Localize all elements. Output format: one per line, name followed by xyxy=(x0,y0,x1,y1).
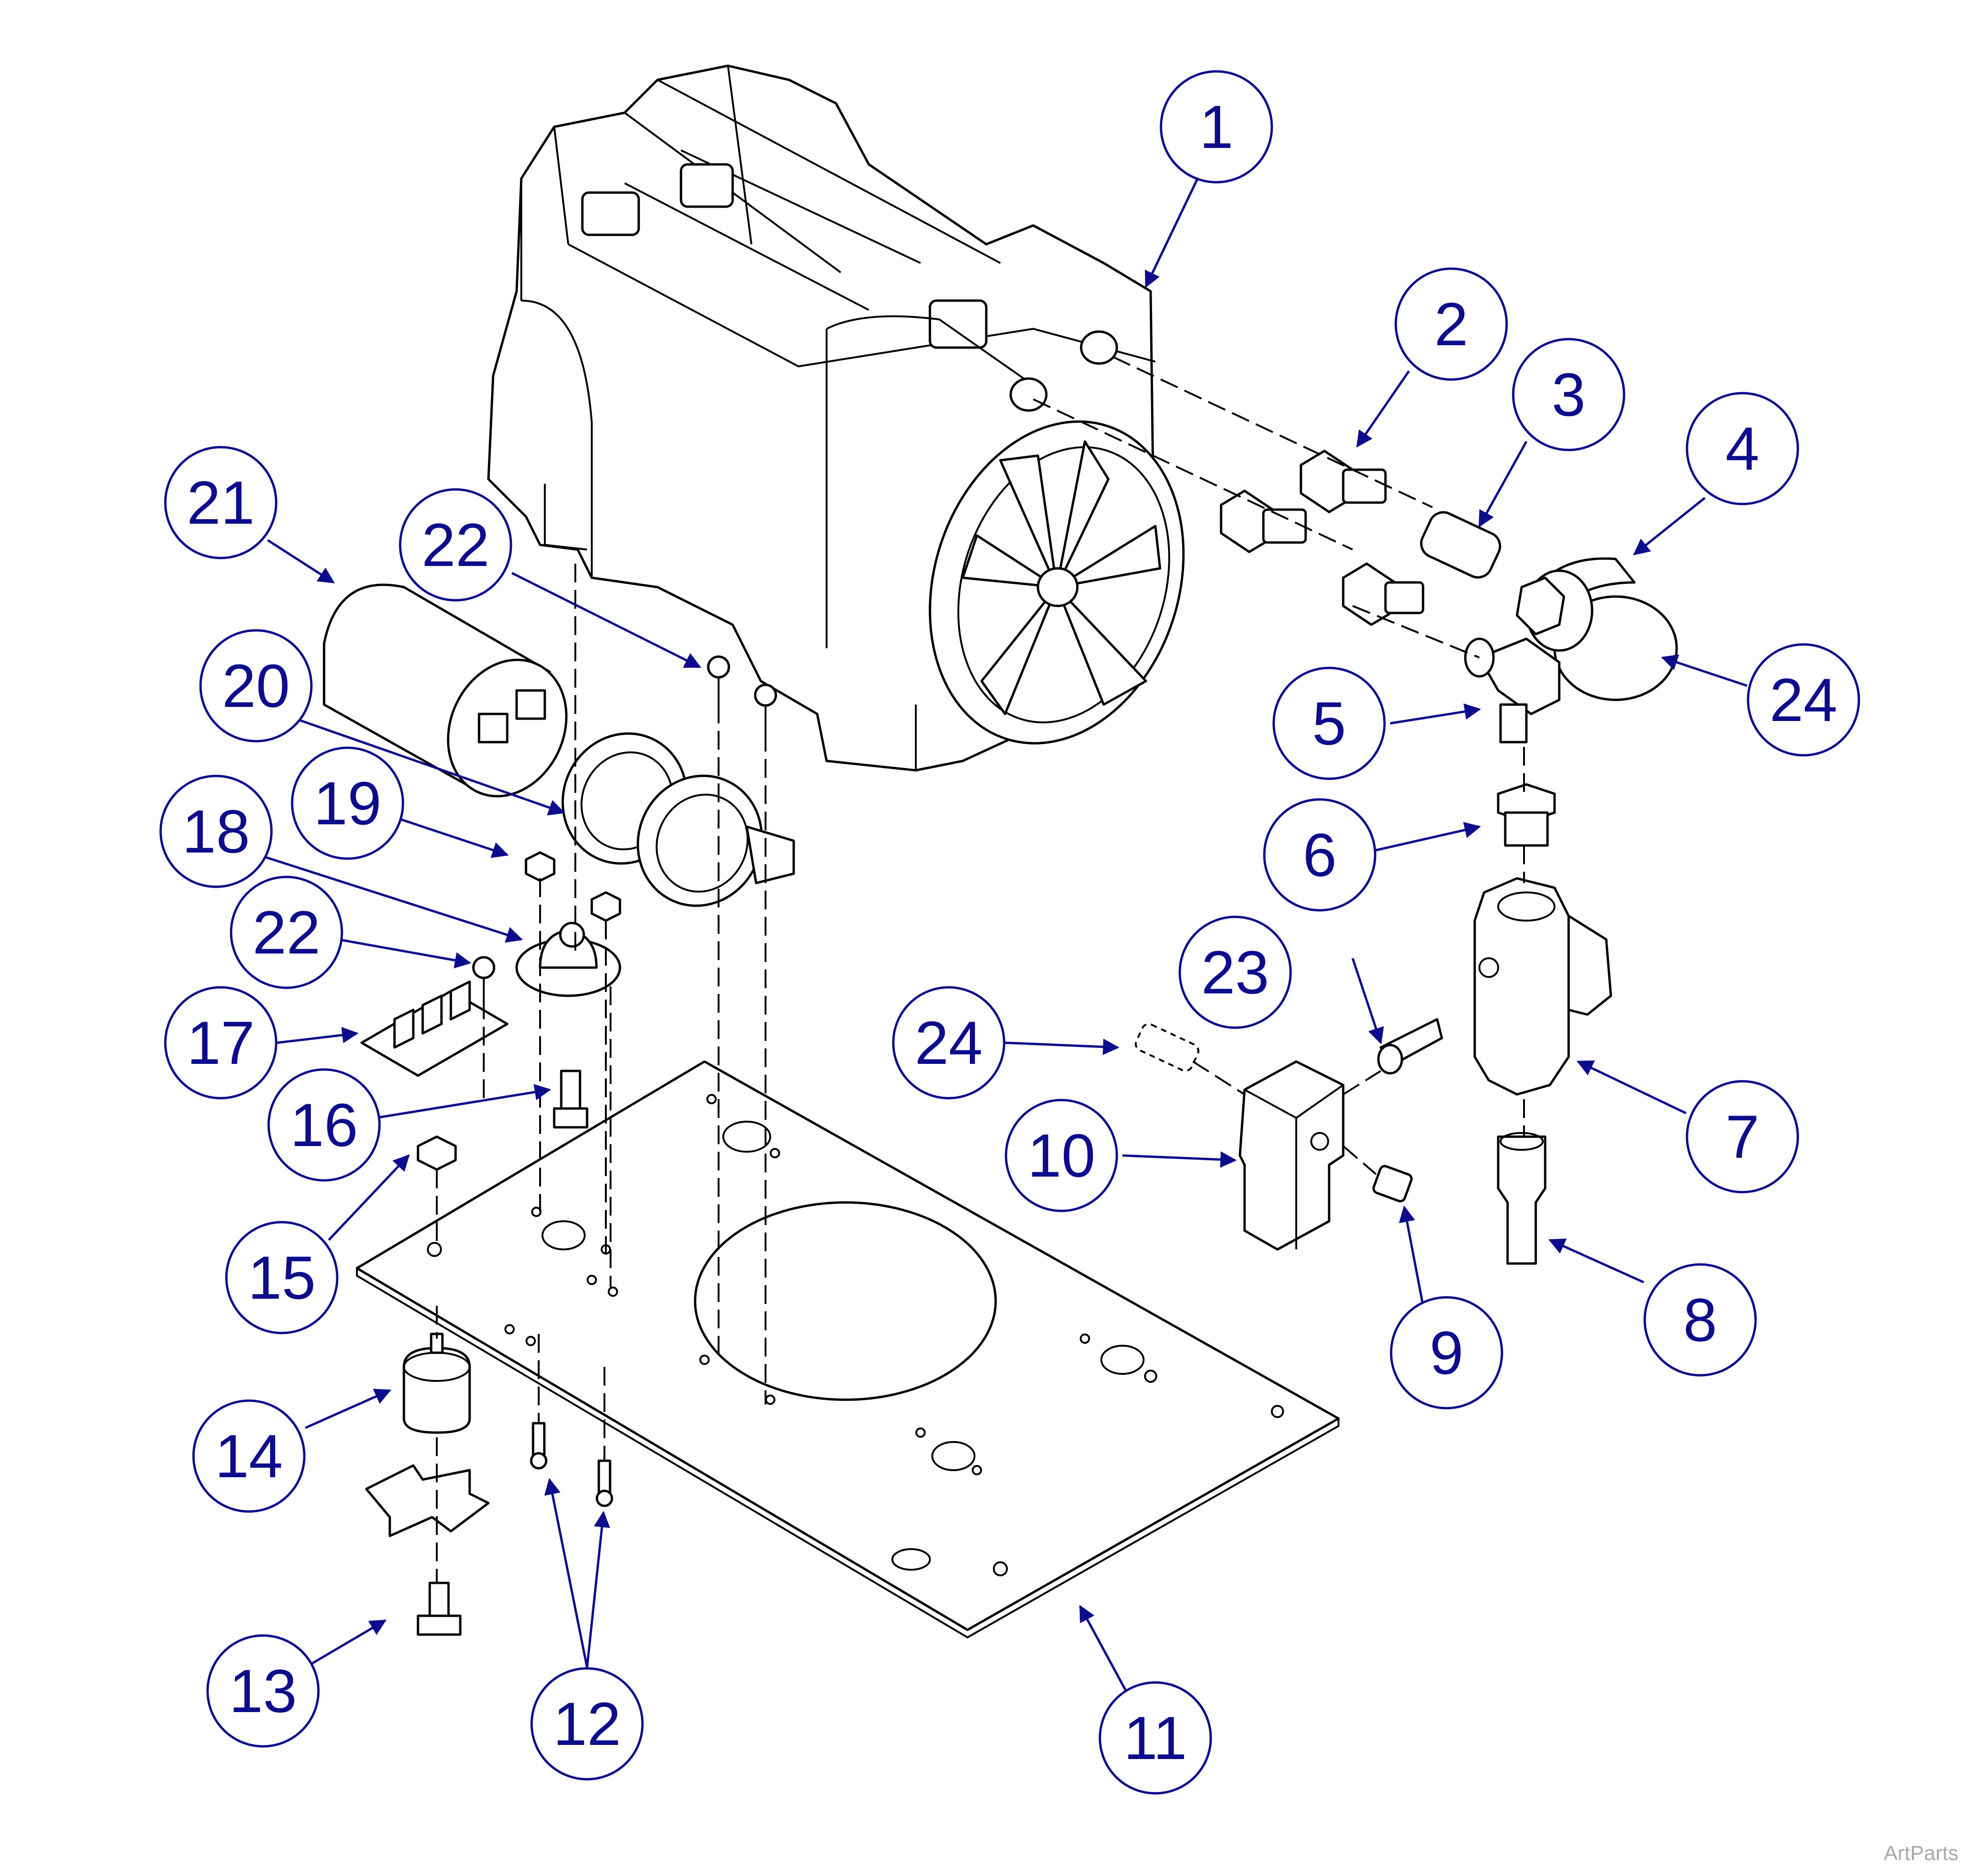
screw-13 xyxy=(417,1581,462,1636)
fitting-2b xyxy=(1220,489,1307,553)
callout-20: 20 xyxy=(199,629,313,743)
callout-19: 19 xyxy=(291,746,404,860)
callout-6-label: 6 xyxy=(1303,821,1337,889)
callout-15-label: 15 xyxy=(248,1243,316,1312)
callout-22-upper: 22 xyxy=(399,488,512,602)
muffler-24 xyxy=(1135,1023,1199,1072)
screws-22-top xyxy=(707,655,777,733)
pump-port-a xyxy=(1009,377,1048,412)
compressor-pump xyxy=(487,64,1185,772)
callout-6: 6 xyxy=(1263,798,1377,912)
callout-7: 7 xyxy=(1686,1080,1799,1194)
filter-connector-3 xyxy=(1420,511,1501,579)
pump-head-mid xyxy=(680,163,734,208)
callout-18: 18 xyxy=(159,775,273,888)
callout-12: 12 xyxy=(530,1667,644,1781)
callout-14-label: 14 xyxy=(215,1422,283,1490)
pump-head-left xyxy=(581,191,640,236)
callout-1-label: 1 xyxy=(1199,93,1233,161)
callout-24-mid-label: 24 xyxy=(915,1008,983,1077)
screw-16 xyxy=(553,1070,588,1129)
callout-8-label: 8 xyxy=(1683,1286,1717,1354)
callout-19-label: 19 xyxy=(314,769,382,837)
callout-1: 1 xyxy=(1160,70,1273,184)
callout-23: 23 xyxy=(1178,915,1292,1029)
callout-2: 2 xyxy=(1394,267,1508,381)
callout-9-label: 9 xyxy=(1430,1318,1463,1387)
callout-9: 9 xyxy=(1390,1296,1503,1410)
isolator-14 xyxy=(402,1333,471,1434)
plate-fan-cutout xyxy=(694,1201,997,1401)
callout-4: 4 xyxy=(1686,392,1799,505)
callout-11: 11 xyxy=(1099,1681,1212,1795)
callout-22-lower: 22 xyxy=(230,876,343,989)
star-washer xyxy=(365,1464,490,1537)
bushing-6 xyxy=(1497,783,1556,847)
callout-23-label: 23 xyxy=(1201,938,1269,1007)
callout-13: 13 xyxy=(206,1634,320,1748)
callout-10-label: 10 xyxy=(1028,1121,1096,1190)
screw-22-lower xyxy=(472,956,495,1000)
callout-3-label: 3 xyxy=(1552,360,1586,429)
callout-24-mid: 24 xyxy=(892,986,1006,1100)
fan-blades xyxy=(961,440,1161,715)
callout-7-label: 7 xyxy=(1725,1102,1759,1171)
callout-13-label: 13 xyxy=(229,1657,297,1725)
hose-barb-8 xyxy=(1497,1132,1547,1265)
pump-port-b xyxy=(1080,330,1118,365)
capacitor-clamp-20 xyxy=(561,732,795,907)
terminal-block-17 xyxy=(360,980,509,1077)
solenoid-10 xyxy=(1238,1060,1345,1251)
fitting-23 xyxy=(1377,1018,1443,1075)
callout-12-label: 12 xyxy=(553,1690,621,1758)
nuts-19 xyxy=(525,851,621,922)
callout-18-label: 18 xyxy=(182,797,250,866)
callout-20-label: 20 xyxy=(222,651,290,720)
callout-15: 15 xyxy=(225,1221,339,1334)
callout-8: 8 xyxy=(1643,1263,1757,1377)
callout-22-lower-label: 22 xyxy=(253,898,321,967)
callout-17: 17 xyxy=(164,986,278,1100)
fitting-2c xyxy=(1342,562,1424,626)
fitting-2 xyxy=(1300,450,1387,513)
callout-24-top: 24 xyxy=(1747,643,1860,757)
callout-16: 16 xyxy=(267,1068,381,1182)
callout-14: 14 xyxy=(192,1399,306,1513)
thermal-mount-18 xyxy=(515,922,621,997)
plug-9 xyxy=(1372,1165,1413,1202)
callout-11-label: 11 xyxy=(1124,1704,1187,1772)
callout-10: 10 xyxy=(1005,1099,1118,1212)
valve-7 xyxy=(1473,877,1612,1096)
callout-leaders xyxy=(258,178,1748,1720)
elbow-fitting-5 xyxy=(1464,637,1561,744)
callout-3: 3 xyxy=(1512,338,1625,451)
callout-21: 21 xyxy=(164,446,278,559)
capacitor-21 xyxy=(323,583,568,798)
callout-5-label: 5 xyxy=(1312,689,1346,758)
callout-5: 5 xyxy=(1272,667,1386,780)
callout-4-label: 4 xyxy=(1725,414,1759,483)
watermark: ArtParts xyxy=(1884,1842,1958,1865)
callout-17-label: 17 xyxy=(187,1008,255,1077)
screws-12 xyxy=(530,1422,613,1507)
pump-head-right xyxy=(928,299,988,349)
mounting-plate xyxy=(356,1060,1340,1639)
callout-21-label: 21 xyxy=(187,468,255,537)
callout-2-label: 2 xyxy=(1434,290,1468,358)
assembly-centerlines xyxy=(436,356,1525,1583)
callout-22-upper-label: 22 xyxy=(422,511,490,579)
filter-4 xyxy=(1516,557,1678,701)
callout-16-label: 16 xyxy=(290,1091,358,1159)
nut-15 xyxy=(417,1135,457,1171)
callout-24-top-label: 24 xyxy=(1770,666,1838,734)
